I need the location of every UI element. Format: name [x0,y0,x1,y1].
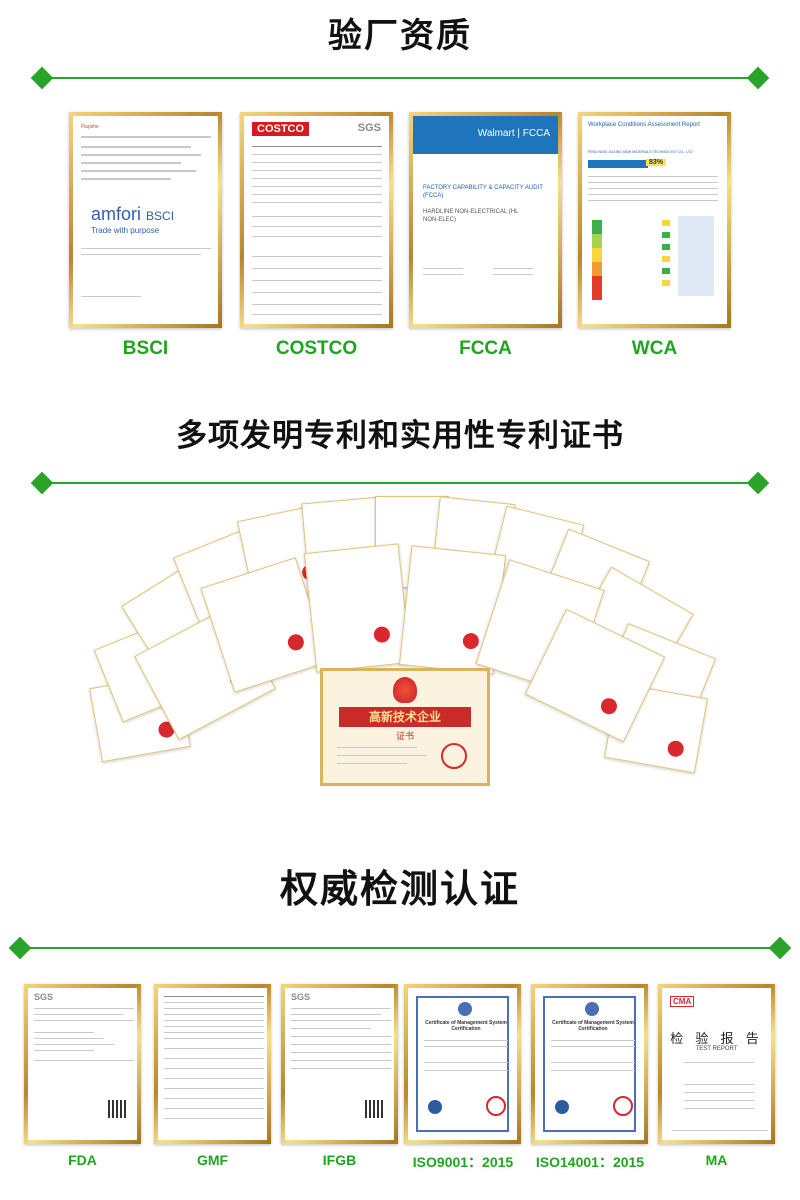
iso14001-heading: Certificate of Management System Certifi… [552,1020,634,1032]
ma-test-report: CMA 检 验 报 告 TEST REPORT [658,984,775,1144]
section-title-testing: 权威检测认证 [279,867,520,911]
high-tech-banner: 高新技术企业 [339,707,471,727]
patent-certificate-fan [0,490,800,800]
iaf-logo-icon [428,1100,442,1114]
ifgb-report: SGS [281,984,398,1144]
fcca-audit: Walmart | FCCA FACTORY CAPABILITY & CAPA… [409,112,562,328]
test-report-title: 检 验 报 告 [670,1032,763,1047]
right-diamond-icon [768,936,792,960]
iaf-logo-icon [555,1100,569,1114]
wca-report: Workplace Conditions Assessment Report F… [578,112,731,328]
label-bsci: BSCI [122,338,169,359]
flame-emblem-icon [393,677,417,703]
sgs-logo: SGS [291,992,311,1002]
cma-mark: CMA [670,996,695,1007]
label-wca: WCA [631,338,678,359]
gmf-report [154,984,271,1144]
section-title-patents: 多项发明专利和实用性专利证书 [176,418,624,454]
qr-code-icon [108,1100,126,1118]
high-tech-enterprise-certificate: 高新技术企业 证书 [320,668,490,786]
wca-company: FENGYANG JIAXING NEW MATERIALS TECHNOLOG… [588,150,693,154]
label-iso14001: ISO14001：2015 [535,1154,645,1170]
iso14001-certificate: Certificate of Management System Certifi… [531,984,648,1144]
costco-logo: COSTCO [252,122,310,136]
sgs-logo: SGS [34,992,54,1002]
fcca-subheading: HARDLINE NON-ELECTRICAL (HL NON-ELEC) [423,209,519,223]
walmart-fcca-header: Walmart | FCCA [413,116,558,154]
costco-audit: COSTCO SGS [240,112,393,328]
label-fcca: FCCA [459,338,512,359]
sgs-logo: SGS [357,122,381,134]
right-diamond-icon [746,66,770,90]
bsci-certificate: Flapshe amfori BSCI Trade with purpose [69,112,222,328]
qr-code-icon [365,1100,383,1118]
label-fda: FDA [68,1152,97,1168]
label-ma: MA [705,1152,728,1168]
certification-emblem-icon [585,1002,599,1016]
high-tech-subtitle: 证书 [395,732,414,742]
amfori-tagline: Trade with purpose [91,226,160,235]
label-iso9001: ISO9001：2015 [412,1154,514,1170]
red-seal-icon [486,1096,506,1116]
section-title-factory: 验厂资质 [328,16,472,56]
fcca-heading: FACTORY CAPABILITY & CAPACITY AUDIT (FCC… [423,185,543,199]
section-divider [40,77,760,79]
test-report-subtitle: TEST REPORT [695,1046,738,1052]
wca-score: 83% [646,159,667,166]
certification-emblem-icon [458,1002,472,1016]
label-ifgb: IFGB [322,1152,357,1168]
section-divider [20,947,780,949]
section-divider [40,482,760,484]
red-seal-icon [613,1096,633,1116]
amfori-logo: amfori BSCI [91,204,175,224]
iso9001-heading: Certificate of Management System Certifi… [425,1020,507,1032]
red-seal-icon [441,743,467,769]
fda-report: SGS [24,984,141,1144]
iso9001-certificate: Certificate of Management System Certifi… [404,984,521,1144]
label-costco: COSTCO [275,338,358,359]
patent-certificate [303,543,412,673]
wca-heading: Workplace Conditions Assessment Report [588,122,700,128]
label-gmf: GMF [196,1152,229,1168]
